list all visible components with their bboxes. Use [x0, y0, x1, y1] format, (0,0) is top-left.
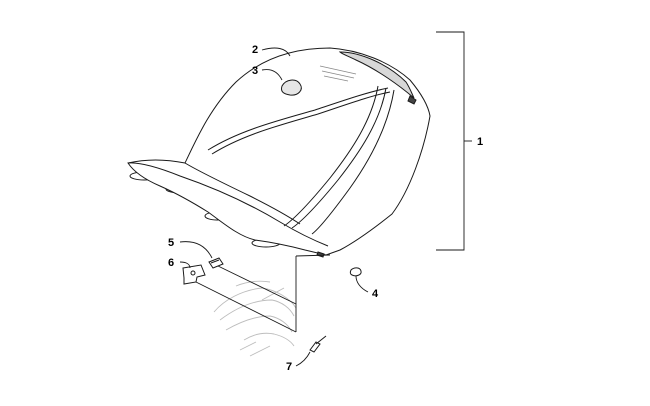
latch-cap: [208, 257, 224, 269]
small-parts: [182, 257, 362, 353]
callout-1: 1: [477, 136, 483, 148]
seat-rear-latch: [407, 95, 417, 105]
seat-side-trim: [184, 162, 301, 225]
seat-logo-marks: [319, 65, 357, 82]
seat-emblem: [281, 79, 302, 96]
latch-cap-detail: [210, 259, 220, 264]
leader-lines: [179, 31, 472, 367]
assembly-bracket: [436, 31, 465, 251]
seat-stripe-c: [311, 89, 395, 235]
seat-grommet-hole: [316, 251, 325, 258]
seat-rear-cap: [338, 51, 415, 99]
seat-stripe-b: [291, 87, 387, 229]
seat-seam-left-inner: [211, 91, 391, 155]
grommet: [349, 267, 362, 277]
seat-outline: [127, 47, 431, 256]
callout-6: 6: [168, 257, 174, 269]
seat-assembly: [127, 47, 431, 258]
callout-2: 2: [252, 44, 258, 56]
cable-tie: [309, 341, 321, 353]
callout-5: 5: [168, 237, 174, 249]
callout-4: 4: [372, 288, 379, 300]
callout-3: 3: [252, 65, 258, 77]
seat-stripe-a: [283, 85, 379, 227]
callout-7: 7: [286, 361, 292, 373]
seat-seam-left: [207, 87, 389, 151]
faint-hardware-ghost: [213, 280, 297, 357]
latch-bracket-hole: [190, 270, 196, 276]
seat-bottom-trim: [127, 162, 329, 247]
cable-tie-tail: [315, 335, 327, 345]
